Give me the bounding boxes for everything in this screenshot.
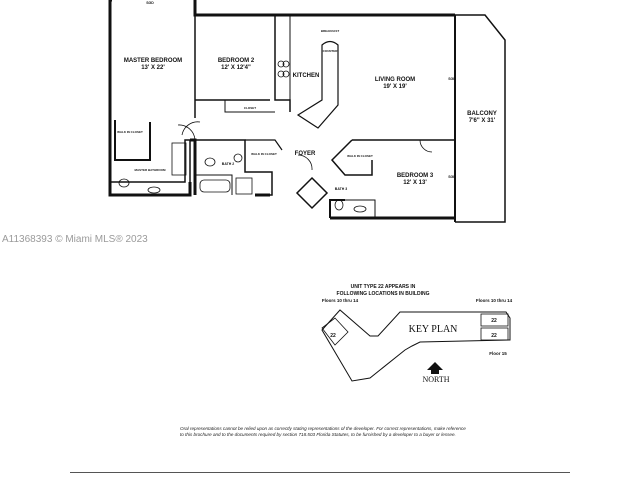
key-plan-title: KEY PLAN <box>409 324 458 335</box>
room-name: BALCONY <box>467 111 497 117</box>
north-label: NORTH <box>422 375 449 384</box>
room-size: 13' X 22' <box>141 65 165 71</box>
foyer-label: FOYER <box>295 151 316 157</box>
divider <box>70 472 570 473</box>
disclaimer: Oral representations cannot be relied up… <box>180 426 466 437</box>
walkin-closet-label: WALK IN CLOSET <box>117 130 143 134</box>
key-plan-heading: UNIT TYPE 22 APPEARS IN <box>351 284 416 290</box>
room-size: 12' X 13' <box>403 180 427 186</box>
room-name: BEDROOM 2 <box>218 58 255 64</box>
unit-outline <box>480 327 509 341</box>
key-plan: UNIT TYPE 22 APPEARS IN FOLLOWING LOCATI… <box>321 284 513 384</box>
unit-outline <box>480 313 509 327</box>
bath2-label: BATH 2 <box>222 162 234 166</box>
room-size: 19' X 19' <box>383 84 407 90</box>
floors-label: Floors 10 thru 14 <box>476 298 513 303</box>
watermark: A11368393 © Miami MLS® 2023 <box>2 234 148 245</box>
room-labels: MASTER BEDROOM 13' X 22' BEDROOM 2 12' X… <box>117 1 497 191</box>
unit-number: 22 <box>330 333 336 339</box>
room-size: 12' X 12'4" <box>221 65 251 71</box>
key-plan-heading: FOLLOWING LOCATIONS IN BUILDING <box>337 291 430 297</box>
walkin-closet-label: WALK IN CLOSET <box>251 152 277 156</box>
floors-label: Floors 10 thru 14 <box>322 298 359 303</box>
building-outline <box>321 309 511 382</box>
counter-label: COUNTER <box>323 49 339 53</box>
walkin-closet-label: WALK IN CLOSET <box>347 154 373 158</box>
walls <box>108 0 506 223</box>
master-bath-label: MASTER BATHROOM <box>135 168 166 172</box>
floors-label: Floor 15 <box>489 351 507 356</box>
room-size: 7'6" X 31' <box>469 118 496 124</box>
sgd-label: SGD <box>448 175 456 179</box>
closet-label: CLOSET <box>244 106 256 110</box>
bath3-label: BATH 3 <box>335 187 347 191</box>
sgd-label: SGD <box>448 77 456 81</box>
unit-number: 22 <box>491 318 497 324</box>
unit-number: 22 <box>491 333 497 339</box>
room-name: MASTER BEDROOM <box>124 58 182 64</box>
north-arrow-icon <box>427 362 443 374</box>
unit-outline <box>321 317 349 346</box>
room-name: BEDROOM 3 <box>397 173 434 179</box>
room-name: KITCHEN <box>293 73 320 79</box>
breakfast-label: BREAKFAST <box>321 29 340 33</box>
sgd-label: SGD <box>146 1 154 5</box>
room-name: LIVING ROOM <box>375 77 415 83</box>
